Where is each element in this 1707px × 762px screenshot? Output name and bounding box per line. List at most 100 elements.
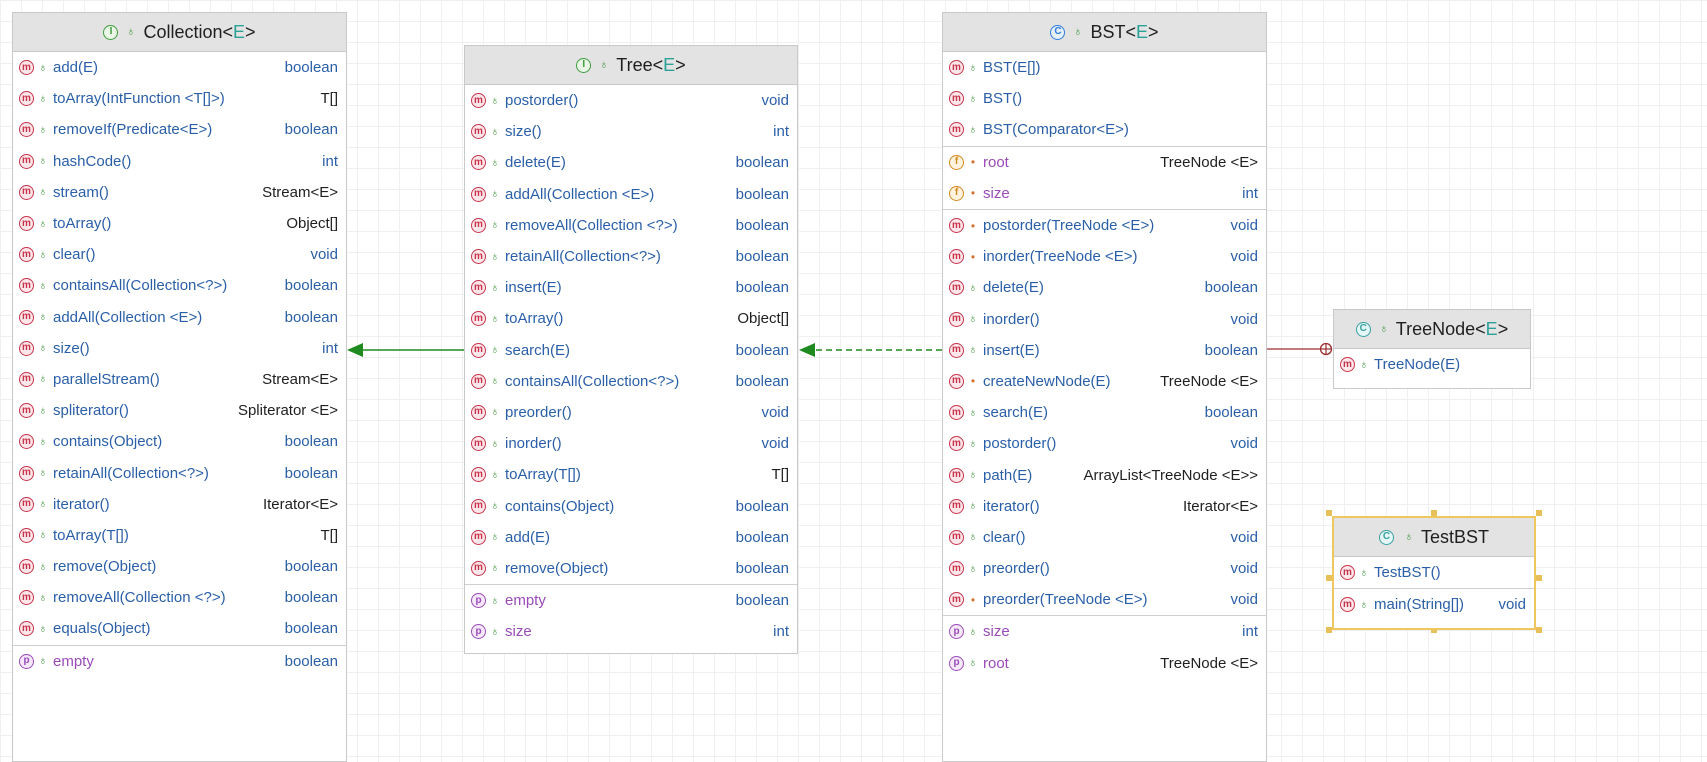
member-row[interactable]: m♀iterator()Iterator<E>: [13, 489, 346, 520]
member-row[interactable]: m♀main(String[])void: [1334, 588, 1534, 620]
member-row[interactable]: m♀toArray(IntFunction <T[]>)T[]: [13, 83, 346, 114]
member-row[interactable]: m♀stream()Stream<E>: [13, 177, 346, 208]
member-row[interactable]: m♀TreeNode(E): [1334, 349, 1530, 380]
member-row[interactable]: m♀retainAll(Collection<?>)boolean: [13, 457, 346, 488]
public-visibility-icon: ♀: [490, 249, 500, 264]
public-visibility-icon: ♀: [38, 122, 48, 137]
member-row[interactable]: m♀contains(Object)boolean: [13, 426, 346, 457]
public-visibility-icon: ♀: [38, 559, 48, 574]
public-visibility-icon: ♀: [968, 530, 978, 545]
member-row[interactable]: m♀remove(Object)boolean: [465, 553, 797, 584]
member-row[interactable]: m♀size()int: [13, 333, 346, 364]
public-visibility-icon: ♀: [968, 343, 978, 358]
member-row[interactable]: m♀removeIf(Predicate<E>)boolean: [13, 114, 346, 145]
member-row[interactable]: m♀delete(E)boolean: [943, 272, 1266, 303]
member-row[interactable]: m♀insert(E)boolean: [465, 272, 797, 303]
field-icon: f: [949, 185, 964, 201]
member-row[interactable]: m♀remove(Object)boolean: [13, 551, 346, 582]
public-visibility-icon: ♀: [38, 91, 48, 106]
member-name: delete(E): [983, 279, 1044, 297]
generic-parameter: E: [1136, 21, 1149, 42]
public-visibility-icon: ♀: [38, 247, 48, 262]
public-visibility-icon: ♀: [968, 405, 978, 420]
member-row[interactable]: m♀equals(Object)boolean: [13, 613, 346, 644]
member-row[interactable]: m♀preorder()void: [465, 397, 797, 428]
member-row[interactable]: m♀BST(): [943, 83, 1266, 114]
member-row[interactable]: m♀removeAll(Collection <?>)boolean: [13, 582, 346, 613]
member-row[interactable]: m♀iterator()Iterator<E>: [943, 491, 1266, 522]
method-icon: m: [949, 60, 964, 76]
member-row[interactable]: m♀inorder()void: [943, 304, 1266, 335]
member-row[interactable]: m♀toArray(T[])T[]: [465, 459, 797, 490]
member-row[interactable]: m•preorder(TreeNode <E>)void: [943, 584, 1266, 615]
member-row[interactable]: m♀TestBST(): [1334, 557, 1534, 588]
member-row[interactable]: m•postorder(TreeNode <E>)void: [943, 208, 1266, 241]
member-row[interactable]: m♀path(E)ArrayList<TreeNode <E>>: [943, 459, 1266, 490]
member-name: toArray(): [505, 310, 564, 328]
member-row[interactable]: m♀hashCode()int: [13, 146, 346, 177]
member-row[interactable]: m♀clear()void: [943, 522, 1266, 553]
member-row[interactable]: m♀postorder()void: [943, 428, 1266, 459]
member-row[interactable]: m♀BST(Comparator<E>): [943, 114, 1266, 145]
member-name: addAll(Collection <E>): [53, 308, 203, 326]
member-row[interactable]: m♀containsAll(Collection<?>)boolean: [13, 270, 346, 301]
member-name: search(E): [983, 404, 1049, 422]
member-row[interactable]: m♀clear()void: [13, 239, 346, 270]
public-visibility-icon: ♀: [968, 561, 978, 576]
member-row[interactable]: m♀insert(E)boolean: [943, 335, 1266, 366]
member-row[interactable]: m♀add(E)boolean: [465, 522, 797, 553]
member-row[interactable]: m♀inorder()void: [465, 428, 797, 459]
member-row[interactable]: m♀contains(Object)boolean: [465, 490, 797, 521]
member-name: retainAll(Collection<?>): [53, 464, 209, 482]
method-icon: m: [471, 529, 486, 545]
treenode-class-box[interactable]: C♀TreeNode<E>m♀TreeNode(E): [1333, 309, 1531, 389]
member-row[interactable]: m♀toArray()Object[]: [465, 303, 797, 334]
class-header[interactable]: C♀BST<E>: [943, 13, 1266, 52]
member-row[interactable]: m♀search(E)boolean: [943, 397, 1266, 428]
member-row[interactable]: m•createNewNode(E)TreeNode <E>: [943, 366, 1266, 397]
member-row[interactable]: m♀addAll(Collection <E>)boolean: [13, 302, 346, 333]
member-row[interactable]: m•inorder(TreeNode <E>)void: [943, 241, 1266, 272]
member-name: BST(Comparator<E>): [983, 121, 1129, 139]
member-row[interactable]: m♀addAll(Collection <E>)boolean: [465, 179, 797, 210]
method-icon: m: [949, 467, 964, 483]
member-row[interactable]: m♀parallelStream()Stream<E>: [13, 364, 346, 395]
public-visibility-icon: ♀: [38, 466, 48, 481]
member-row[interactable]: m♀delete(E)boolean: [465, 147, 797, 178]
class-header[interactable]: I♀Tree<E>: [465, 46, 797, 85]
private-visibility-icon: •: [970, 218, 976, 233]
public-visibility-icon: ♀: [38, 154, 48, 169]
class-header[interactable]: C♀TreeNode<E>: [1334, 310, 1530, 349]
public-visibility-icon: ♀: [490, 561, 500, 576]
member-row[interactable]: m♀preorder()void: [943, 553, 1266, 584]
class-title: TestBST: [1420, 526, 1490, 547]
member-row[interactable]: m♀size()int: [465, 116, 797, 147]
member-row[interactable]: m♀search(E)boolean: [465, 335, 797, 366]
member-row[interactable]: m♀add(E)boolean: [13, 52, 346, 83]
public-visibility-icon: ♀: [38, 341, 48, 356]
bst-class-box[interactable]: C♀BST<E>m♀BST(E[])m♀BST()m♀BST(Comparato…: [942, 12, 1267, 762]
member-row[interactable]: m♀spliterator()Spliterator <E>: [13, 395, 346, 426]
member-row[interactable]: m♀toArray()Object[]: [13, 208, 346, 239]
class-header[interactable]: C♀TestBST: [1334, 518, 1534, 557]
member-type: T[]: [771, 466, 790, 484]
class-header[interactable]: I♀Collection<E>: [13, 13, 346, 52]
member-row[interactable]: m♀removeAll(Collection <?>)boolean: [465, 210, 797, 241]
member-row[interactable]: m♀postorder()void: [465, 85, 797, 116]
member-row[interactable]: m♀toArray(T[])T[]: [13, 520, 346, 551]
member-row[interactable]: m♀retainAll(Collection<?>)boolean: [465, 241, 797, 272]
member-row[interactable]: m♀containsAll(Collection<?>)boolean: [465, 366, 797, 397]
member-row[interactable]: m♀BST(E[]): [943, 52, 1266, 83]
member-type: boolean: [1204, 279, 1258, 297]
property-icon: p: [471, 624, 486, 640]
